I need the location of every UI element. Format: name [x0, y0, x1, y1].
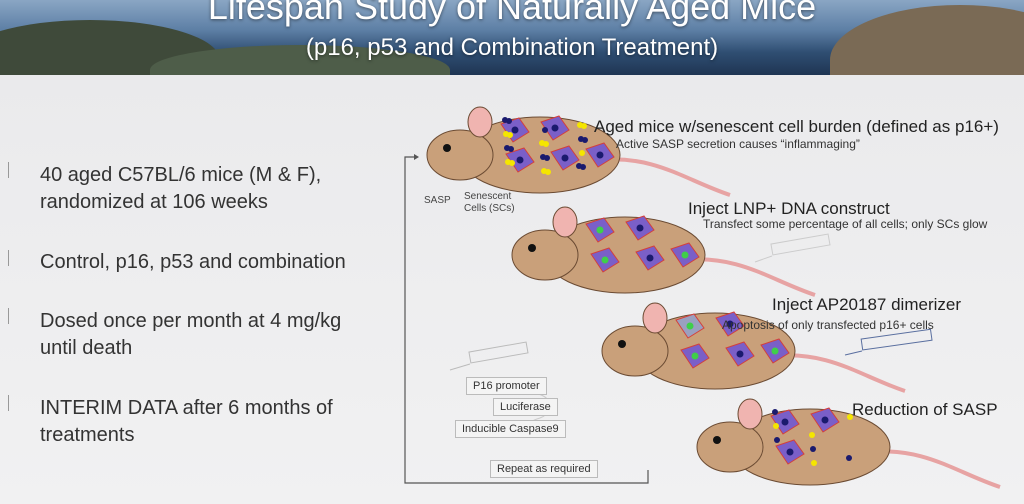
- mouse-illustration: [426, 106, 731, 197]
- sasp-particle: [509, 160, 515, 166]
- bullet-marker: [8, 395, 11, 411]
- sasp-particle: [580, 164, 586, 170]
- bullet-text: treatments: [40, 424, 135, 446]
- sasp-particle: [847, 414, 853, 420]
- mouse-eye: [713, 436, 721, 444]
- bullet-text: randomized at 106 weeks: [40, 191, 268, 213]
- sasp-particle: [545, 169, 551, 175]
- bullet-marker: [8, 250, 11, 266]
- sasp-particle: [542, 127, 548, 133]
- syringe-icon: [844, 328, 933, 356]
- cell-nucleus: [681, 251, 689, 259]
- mouse-tail: [599, 157, 731, 197]
- step-3-heading: Inject AP20187 dimerizer: [772, 295, 961, 314]
- step-4-heading: Reduction of SASP: [852, 400, 998, 419]
- mouse-tail: [869, 449, 1001, 489]
- sasp-particle: [543, 141, 549, 147]
- cell-nucleus: [691, 352, 699, 360]
- sasp-particle: [581, 123, 587, 129]
- cell-nucleus: [786, 448, 794, 456]
- cell-nucleus: [511, 126, 519, 134]
- cell-nucleus: [551, 124, 559, 132]
- sasp-particle: [774, 437, 780, 443]
- bullet-text: until death: [40, 337, 133, 359]
- sasp-particle: [506, 118, 512, 124]
- arrow-head: [414, 154, 419, 160]
- sasp-particle: [507, 132, 513, 138]
- mouse-eye: [443, 144, 451, 152]
- header-banner-photo: Lifespan Study of Naturally Aged Mice (p…: [0, 0, 1024, 75]
- step-3-note: Apoptosis of only transfected p16+ cells: [722, 318, 934, 332]
- mouse-tail: [774, 353, 906, 393]
- label-line: Senescent: [464, 191, 512, 202]
- construct-luciferase: Luciferase: [493, 398, 558, 416]
- label-line: Cells (SCs): [464, 203, 515, 214]
- bullet-marker: [8, 162, 11, 178]
- mouse-head: [426, 129, 494, 181]
- sasp-particle: [582, 137, 588, 143]
- step-1-heading: Aged mice w/senescent cell burden (defin…: [594, 117, 999, 136]
- repeat-label: Repeat as required: [490, 460, 598, 478]
- bullet-text: Control, p16, p53 and combination: [40, 251, 346, 273]
- bullet-text: 40 aged C57BL/6 mice (M & F),: [40, 164, 322, 186]
- cell-nucleus: [646, 254, 654, 262]
- bullet-4: INTERIM DATA after 6 months of treatments: [40, 395, 333, 449]
- cell-nucleus: [636, 224, 644, 232]
- sasp-particle: [809, 432, 815, 438]
- mouse-ear: [642, 302, 668, 334]
- cell-nucleus: [596, 226, 604, 234]
- cell-nucleus: [771, 347, 779, 355]
- cell-nucleus: [726, 320, 734, 328]
- slide-title: Lifespan Study of Naturally Aged Mice: [207, 0, 817, 27]
- mouse-eye: [618, 340, 626, 348]
- mouse-illustration: [696, 398, 1001, 489]
- mouse-ear: [552, 206, 578, 238]
- sasp-particle: [579, 150, 585, 156]
- sasp-particle: [772, 409, 778, 415]
- sasp-particle: [773, 423, 779, 429]
- cell-nucleus: [686, 322, 694, 330]
- slide-subtitle: (p16, p53 and Combination Treatment): [305, 34, 719, 61]
- sasp-particle: [508, 146, 514, 152]
- bullet-1: 40 aged C57BL/6 mice (M & F), randomized …: [40, 162, 321, 216]
- mouse-head: [511, 229, 579, 281]
- cell-nucleus: [601, 256, 609, 264]
- cell-nucleus: [821, 416, 829, 424]
- cell-nucleus: [596, 151, 604, 159]
- mouse-head: [601, 325, 669, 377]
- bullet-marker: [8, 308, 11, 324]
- construct-p16-promoter: P16 promoter: [466, 377, 547, 395]
- cell-nucleus: [516, 156, 524, 164]
- mouse-tail: [684, 257, 816, 297]
- mouse-illustration: [511, 206, 816, 297]
- cell-nucleus: [736, 350, 744, 358]
- step-2-note: Transfect some percentage of all cells; …: [703, 217, 988, 231]
- mouse-eye: [528, 244, 536, 252]
- sasp-particle: [811, 460, 817, 466]
- mouse-ear: [467, 106, 493, 138]
- step-2-heading: Inject LNP+ DNA construct: [688, 199, 890, 218]
- mouse-illustration: [601, 302, 906, 393]
- cell-nucleus: [781, 418, 789, 426]
- construct-caspase9: Inducible Caspase9: [455, 420, 566, 438]
- sasp-particle: [544, 155, 550, 161]
- syringe-icon: [754, 233, 831, 263]
- step-1-note: Active SASP secretion causes “inflammagi…: [616, 137, 860, 151]
- repeat-loop-arrow: [404, 156, 649, 484]
- syringe-icon: [449, 341, 529, 371]
- mouse-ear: [737, 398, 763, 430]
- sasp-particle: [846, 455, 852, 461]
- mouse-head: [696, 421, 764, 473]
- bullet-3: Dosed once per month at 4 mg/kg until dea…: [40, 308, 341, 362]
- sasp-particle: [810, 446, 816, 452]
- bullet-text: Dosed once per month at 4 mg/kg: [40, 310, 342, 332]
- cell-nucleus: [561, 154, 569, 162]
- bullet-2: Control, p16, p53 and combination: [40, 249, 346, 276]
- sasp-label: SASP: [424, 195, 451, 206]
- bullet-text: INTERIM DATA after 6 months of: [40, 397, 333, 419]
